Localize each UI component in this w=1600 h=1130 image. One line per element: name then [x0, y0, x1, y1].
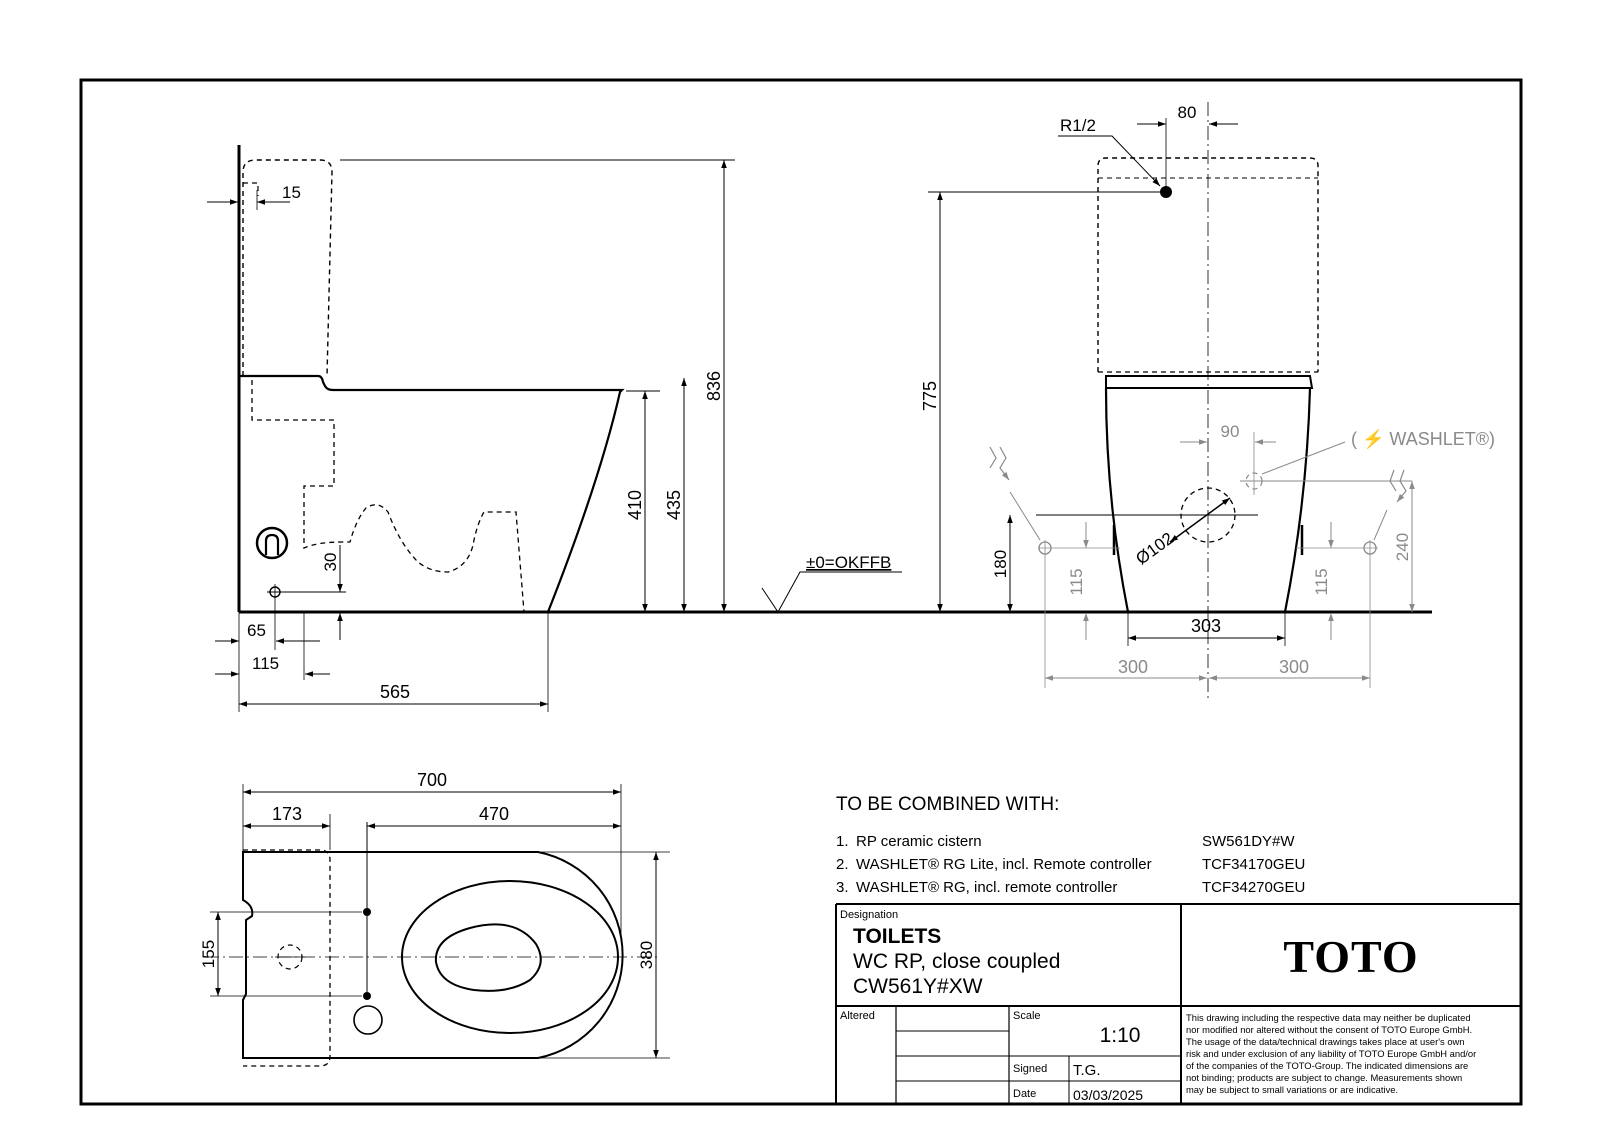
front-cistern-dashed — [1097, 157, 1319, 372]
front-view: R1/2 80 775 Ø102 180 ( ⚡ WASHLET®) 90 — [920, 102, 1495, 700]
dim-15-label: 15 — [282, 183, 301, 202]
dim-240-label: 240 — [1393, 533, 1412, 561]
signed-label: Signed — [1013, 1063, 1047, 1075]
dim-470-label: 470 — [479, 804, 509, 824]
bowl-outline — [239, 374, 625, 613]
floor-reference-label: ±0=OKFFB — [806, 553, 891, 572]
top-bowl-outline — [242, 851, 624, 1059]
washlet-note: ( ⚡ WASHLET®) — [1351, 428, 1495, 450]
dim-115-label: 115 — [252, 654, 279, 673]
combined-item-3-code: TCF34270GEU — [1202, 879, 1305, 896]
dim-65-label: 65 — [247, 621, 266, 640]
drain-symbol — [255, 526, 289, 560]
product-line-2: WC RP, close coupled — [853, 950, 1060, 973]
dim-410-label: 410 — [625, 490, 645, 520]
scale-value: 1:10 — [1100, 1024, 1141, 1047]
combined-item-2-num: 2. — [836, 856, 849, 873]
combined-item-1-code: SW561DY#W — [1202, 833, 1295, 850]
date-value: 03/03/2025 — [1073, 1087, 1143, 1103]
dim-80-label: 80 — [1178, 103, 1197, 122]
combined-item-1-num: 1. — [836, 833, 849, 850]
fixing-hole — [353, 1005, 383, 1035]
date-label: Date — [1013, 1088, 1036, 1100]
dim-180-label: 180 — [991, 550, 1010, 578]
cistern-outline-dashed — [242, 159, 333, 377]
dim-155-label: 155 — [199, 940, 218, 968]
trap-dashed — [251, 380, 525, 613]
side-view: 15 836 410 435 30 65 115 565 ±0=OKFFB — [207, 145, 1432, 712]
top-cistern-dashed — [243, 849, 331, 1067]
dim-380-label: 380 — [637, 941, 656, 969]
dim-300-right-label: 300 — [1279, 657, 1309, 677]
disclaimer-line: nor modified nor altered without the con… — [1186, 1024, 1472, 1035]
dim-300-left-label: 300 — [1118, 657, 1148, 677]
toto-logo: TOTO — [1283, 931, 1418, 982]
designation-label: Designation — [840, 909, 898, 921]
disclaimer: This drawing including the respective da… — [1186, 1012, 1476, 1095]
sheet-border — [79, 78, 1523, 1106]
dim-435-label: 435 — [664, 490, 684, 520]
title-block: Designation TOILETS WC RP, close coupled… — [835, 903, 1521, 1104]
product-line-3: CW561Y#XW — [853, 975, 983, 998]
combined-item-2-name: WASHLET® RG Lite, incl. Remote controlle… — [856, 856, 1152, 873]
disclaimer-line: The usage of the data/technical drawings… — [1186, 1036, 1465, 1047]
product-line-1: TOILETS — [853, 925, 941, 948]
dim-303-label: 303 — [1191, 616, 1221, 636]
seat-ellipse — [401, 880, 619, 1034]
dim-30-label: 30 — [321, 553, 340, 572]
scale-label: Scale — [1013, 1010, 1041, 1022]
front-bowl-outline — [1104, 387, 1312, 614]
altered-label: Altered — [840, 1010, 875, 1022]
dim-565-label: 565 — [380, 682, 410, 702]
signed-value: T.G. — [1073, 1062, 1101, 1079]
dim-173-label: 173 — [272, 804, 302, 824]
combined-item-3-name: WASHLET® RG, incl. remote controller — [856, 879, 1117, 896]
disclaimer-line: not binding; products are subject to cha… — [1186, 1072, 1462, 1083]
combined-with-section: TO BE COMBINED WITH: 1. RP ceramic ciste… — [836, 794, 1305, 896]
top-view: 155 380 700 173 470 — [199, 770, 670, 1067]
disclaimer-line: risk and under exclusion of any liabilit… — [1186, 1048, 1476, 1059]
combined-item-1-name: RP ceramic cistern — [856, 833, 982, 850]
disclaimer-line: of the companies of the TOTO-Group. The … — [1186, 1060, 1468, 1071]
bowl-opening — [434, 923, 542, 992]
thread-label: R1/2 — [1060, 116, 1096, 135]
diameter-label: Ø102 — [1132, 529, 1177, 569]
combined-heading: TO BE COMBINED WITH: — [836, 794, 1059, 815]
dim-775-label: 775 — [920, 381, 940, 411]
disclaimer-line: This drawing including the respective da… — [1186, 1012, 1471, 1023]
disclaimer-line: may be subject to small variations or ar… — [1186, 1084, 1398, 1095]
dim-836-label: 836 — [704, 371, 724, 401]
dim-115-left-label: 115 — [1067, 568, 1086, 595]
dim-90-label: 90 — [1221, 422, 1240, 441]
combined-item-2-code: TCF34170GEU — [1202, 856, 1305, 873]
dim-115-right-label: 115 — [1312, 568, 1331, 595]
combined-item-3-num: 3. — [836, 879, 849, 896]
dim-700-label: 700 — [417, 770, 447, 790]
